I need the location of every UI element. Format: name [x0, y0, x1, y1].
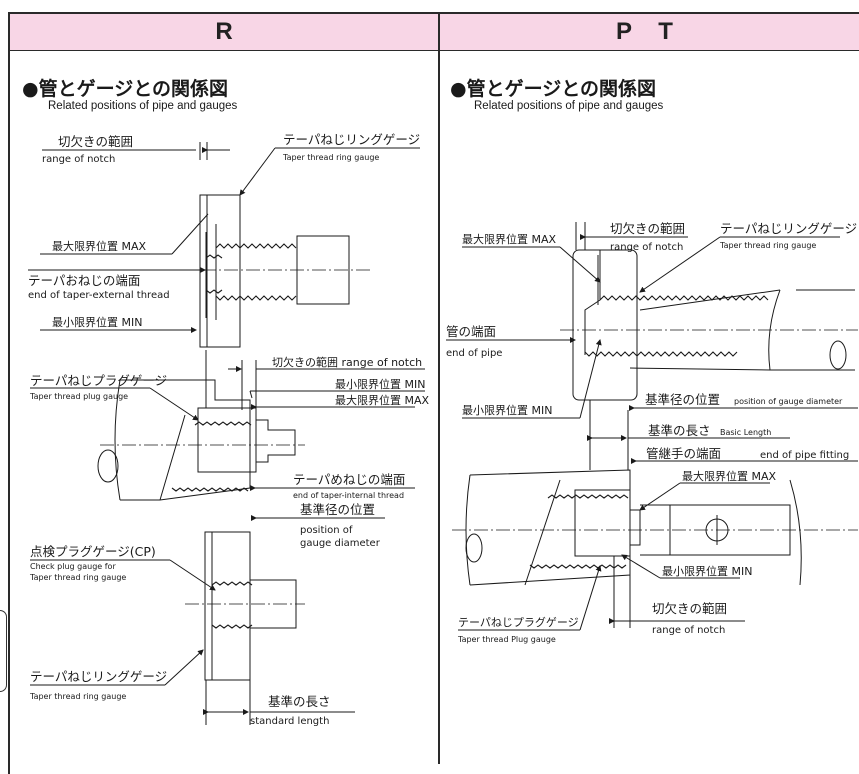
column-divider — [438, 14, 440, 764]
r-d3-leaders — [30, 559, 355, 725]
pt-notch-range-en: range of notch — [610, 242, 683, 253]
r-min-pos2: 最小限界位置 MIN — [335, 377, 425, 391]
r-ext-end-jp: テーパおねじの端面 — [28, 273, 140, 288]
r-check-plug-jp: 点検プラグゲージ(CP) — [30, 544, 156, 559]
pt-gauge-dia-jp: 基準径の位置 — [645, 392, 720, 407]
pt-min-pos2: 最小限界位置 MIN — [662, 564, 752, 578]
r-ext-end-en: end of taper-external thread — [28, 290, 170, 301]
r-check-plug-en1: Check plug gauge for — [30, 562, 116, 571]
pt-pipe-end-en: end of pipe — [446, 348, 502, 359]
r-d1-leaders — [28, 142, 420, 333]
left-subtitle: Related positions of pipe and gauges — [48, 100, 238, 112]
r-int-end-en: end of taper-internal thread — [293, 491, 404, 500]
r-int-end-jp: テーパめねじの端面 — [293, 472, 405, 487]
pt-ring-gauge-drawing — [560, 249, 858, 401]
pt-gauge-dia-en: position of gauge diameter — [734, 397, 843, 406]
r-gauge-dia-jp: 基準径の位置 — [300, 502, 375, 517]
header-r: R — [10, 14, 438, 51]
r-plug-gauge-en: Taper thread plug gauge — [29, 392, 128, 401]
right-subtitle: Related positions of pipe and gauges — [474, 100, 664, 112]
r-notch-range-en: range of notch — [42, 154, 115, 165]
outer-frame — [8, 12, 859, 774]
r-check-plug-en2: Taper thread ring gauge — [29, 573, 126, 582]
pt-fitting-end-jp: 管継手の端面 — [646, 446, 721, 461]
pt-max-pos2: 最大限界位置 MAX — [682, 469, 777, 483]
pt-d1-leaders — [446, 222, 858, 419]
pt-pipe-end-jp: 管の端面 — [446, 324, 496, 339]
pt-basic-len-jp: 基準の長さ — [648, 423, 711, 438]
r-notch-range-jp: 切欠きの範囲 — [58, 134, 133, 149]
pt-d2-leaders — [458, 400, 858, 631]
r-plug-gauge-drawing — [97, 379, 305, 501]
pt-basic-len-en: Basic Length — [720, 428, 771, 437]
pt-notch-range-jp: 切欠きの範囲 — [610, 221, 685, 236]
r-max-pos2: 最大限界位置 MAX — [335, 393, 430, 407]
r-ring-gauge-drawing — [180, 194, 370, 348]
pt-max-pos: 最大限界位置 MAX — [462, 232, 557, 246]
right-title: ●管とゲージとの関係図 — [450, 78, 657, 100]
r-ring-gauge-en: Taper thread ring gauge — [282, 153, 379, 162]
r-ring-gauge2-jp: テーパねじリングゲージ — [30, 669, 167, 684]
r-max-pos: 最大限界位置 MAX — [52, 239, 147, 253]
r-plug-gauge-jp: テーパねじプラグゲージ — [30, 373, 167, 388]
r-gauge-dia-en1: position of — [300, 525, 353, 536]
header-pt: P T — [440, 14, 859, 51]
pt-fitting-end-en: end of pipe fitting — [760, 450, 849, 461]
r-min-pos: 最小限界位置 MIN — [52, 315, 142, 329]
r-std-len-en: standard length — [250, 716, 329, 727]
pt-plug-gauge-en: Taper thread Plug gauge — [457, 635, 556, 644]
pt-plug-gauge-drawing — [452, 469, 858, 586]
r-check-plug-drawing — [185, 531, 305, 681]
r-std-len-jp: 基準の長さ — [268, 694, 331, 709]
pt-plug-gauge-jp: テーパねじプラグゲージ — [458, 615, 579, 629]
r-ring-gauge-jp: テーパねじリングゲージ — [283, 132, 420, 147]
pt-ring-gauge-en: Taper thread ring gauge — [719, 241, 816, 250]
pt-ring-gauge-jp: テーパねじリングゲージ — [720, 221, 857, 236]
pt-notch-range2-jp: 切欠きの範囲 — [652, 601, 727, 616]
r-d2-leaders — [30, 350, 425, 521]
pt-notch-range2-en: range of notch — [652, 625, 725, 636]
r-ring-gauge2-en: Taper thread ring gauge — [29, 692, 126, 701]
r-notch-range-inline: 切欠きの範囲 range of notch — [272, 355, 422, 369]
r-gauge-dia-en2: gauge diameter — [300, 538, 381, 549]
pt-min-pos: 最小限界位置 MIN — [462, 403, 552, 417]
left-title: ●管とゲージとの関係図 — [22, 78, 229, 100]
